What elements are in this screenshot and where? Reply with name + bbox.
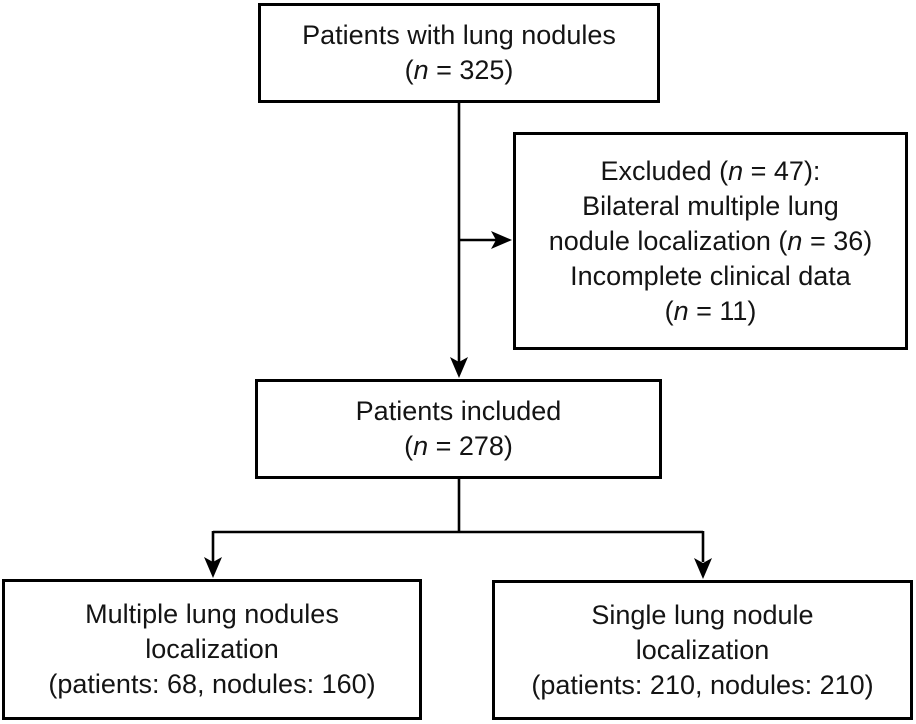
box-excluded: Excluded (n = 47):Bilateral multiple lun… bbox=[513, 132, 908, 350]
box-patients-included-text: Patients included(n = 278) bbox=[355, 396, 562, 461]
arrowhead-right-excluded-icon bbox=[491, 231, 512, 249]
arrowhead-down-single-icon bbox=[694, 558, 712, 579]
arrowhead-down-included-icon bbox=[450, 357, 468, 378]
box-excluded-text: Excluded (n = 47):Bilateral multiple lun… bbox=[548, 155, 873, 326]
box-patients-with-lung-nodules: Patients with lung nodules(n = 325) bbox=[258, 3, 660, 103]
box-patients-included: Patients included(n = 278) bbox=[255, 379, 662, 479]
box-patients-with-lung-nodules-text: Patients with lung nodules(n = 325) bbox=[302, 20, 616, 85]
arrowhead-down-multiple-icon bbox=[204, 557, 222, 578]
